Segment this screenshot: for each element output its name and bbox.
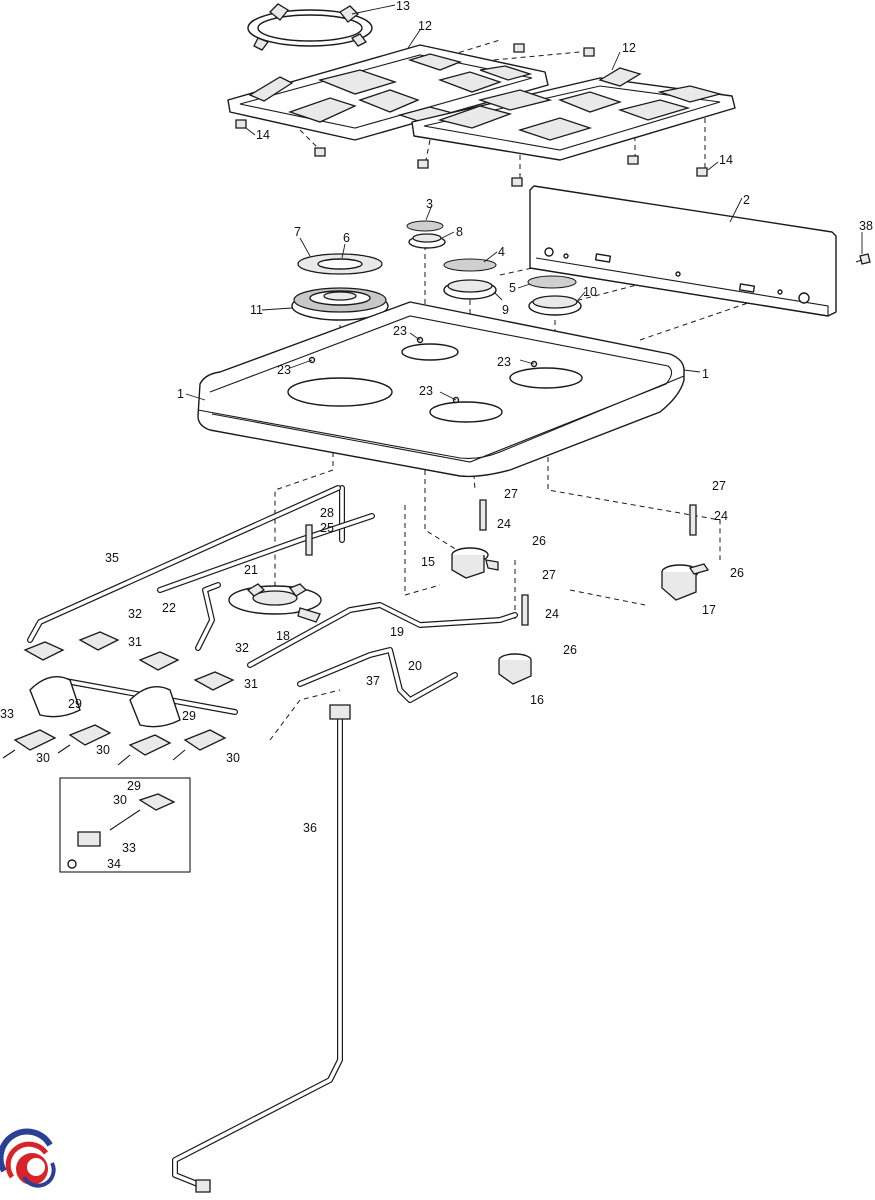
screw-38 (855, 253, 871, 265)
callout-22: 22 (162, 601, 176, 615)
burner-base-18 (228, 583, 322, 623)
callout-30-a: 30 (36, 751, 50, 765)
callout-24-c: 24 (545, 607, 559, 621)
callout-27-b: 27 (712, 479, 726, 493)
electrodes (305, 499, 697, 626)
callout-27-c: 27 (542, 568, 556, 582)
cooktop-panel (197, 301, 685, 478)
callout-14-left: 14 (256, 128, 270, 142)
callout-28: 28 (320, 506, 334, 520)
swirl-logo-icon (0, 1128, 56, 1188)
callout-34: 34 (107, 857, 121, 871)
callout-31-a: 31 (128, 635, 142, 649)
callout-32-b: 32 (235, 641, 249, 655)
callout-23-d: 23 (419, 384, 433, 398)
callout-15: 15 (421, 555, 435, 569)
callout-35: 35 (105, 551, 119, 565)
callout-1-right: 1 (702, 367, 709, 381)
callout-29-a: 29 (68, 697, 82, 711)
callout-9: 9 (502, 303, 509, 317)
right-grate (411, 67, 736, 161)
callout-23-a: 23 (393, 324, 407, 338)
burner-base-15 (451, 547, 499, 579)
callout-20: 20 (408, 659, 422, 673)
callout-23-b: 23 (277, 363, 291, 377)
callout-29-b: 29 (182, 709, 196, 723)
callout-labels: 1 1 2 3 4 5 6 7 8 9 10 11 12 12 13 14 14… (0, 0, 873, 871)
callout-7: 7 (294, 225, 301, 239)
callout-17: 17 (702, 603, 716, 617)
callout-2: 2 (743, 193, 750, 207)
callout-leaders (185, 4, 863, 401)
callout-13: 13 (396, 0, 410, 13)
left-grate (227, 44, 549, 141)
callout-24-a: 24 (497, 517, 511, 531)
callout-6: 6 (343, 231, 350, 245)
callout-30-inset: 30 (113, 793, 127, 807)
burner-base-17 (661, 563, 710, 601)
callout-8: 8 (456, 225, 463, 239)
callout-29-inset: 29 (127, 779, 141, 793)
callout-19: 19 (390, 625, 404, 639)
callout-38: 38 (859, 219, 873, 233)
callout-26-b: 26 (730, 566, 744, 580)
callout-23-c: 23 (497, 355, 511, 369)
callout-32-a: 32 (128, 607, 142, 621)
callout-33-a: 33 (0, 707, 14, 721)
backguard (529, 185, 837, 317)
callout-24-b: 24 (714, 509, 728, 523)
callout-14-right: 14 (719, 153, 733, 167)
callout-30-b: 30 (96, 743, 110, 757)
callout-4: 4 (498, 245, 505, 259)
callout-26-a: 26 (532, 534, 546, 548)
wok-ring (247, 3, 373, 51)
callout-36: 36 (303, 821, 317, 835)
callout-18: 18 (276, 629, 290, 643)
burner-caps (291, 220, 582, 321)
callout-30-c: 30 (226, 751, 240, 765)
valves-left (2, 631, 235, 766)
callout-11: 11 (250, 303, 263, 317)
gas-tubes (27, 485, 518, 1193)
callout-12-right: 12 (622, 41, 636, 55)
callout-27-a: 27 (504, 487, 518, 501)
inset-detail (59, 777, 191, 873)
callout-3: 3 (426, 197, 433, 211)
callout-21: 21 (244, 563, 258, 577)
callout-37: 37 (366, 674, 380, 688)
callout-16: 16 (530, 693, 544, 707)
callout-25: 25 (320, 521, 334, 535)
callout-12-left: 12 (418, 19, 432, 33)
callout-5: 5 (509, 281, 516, 295)
callout-10: 10 (583, 285, 597, 299)
callout-31-b: 31 (244, 677, 258, 691)
callout-1-left: 1 (177, 387, 184, 401)
burner-base-16 (498, 653, 532, 685)
grate-feet (235, 43, 708, 187)
callout-33-inset: 33 (122, 841, 136, 855)
callout-26-c: 26 (563, 643, 577, 657)
